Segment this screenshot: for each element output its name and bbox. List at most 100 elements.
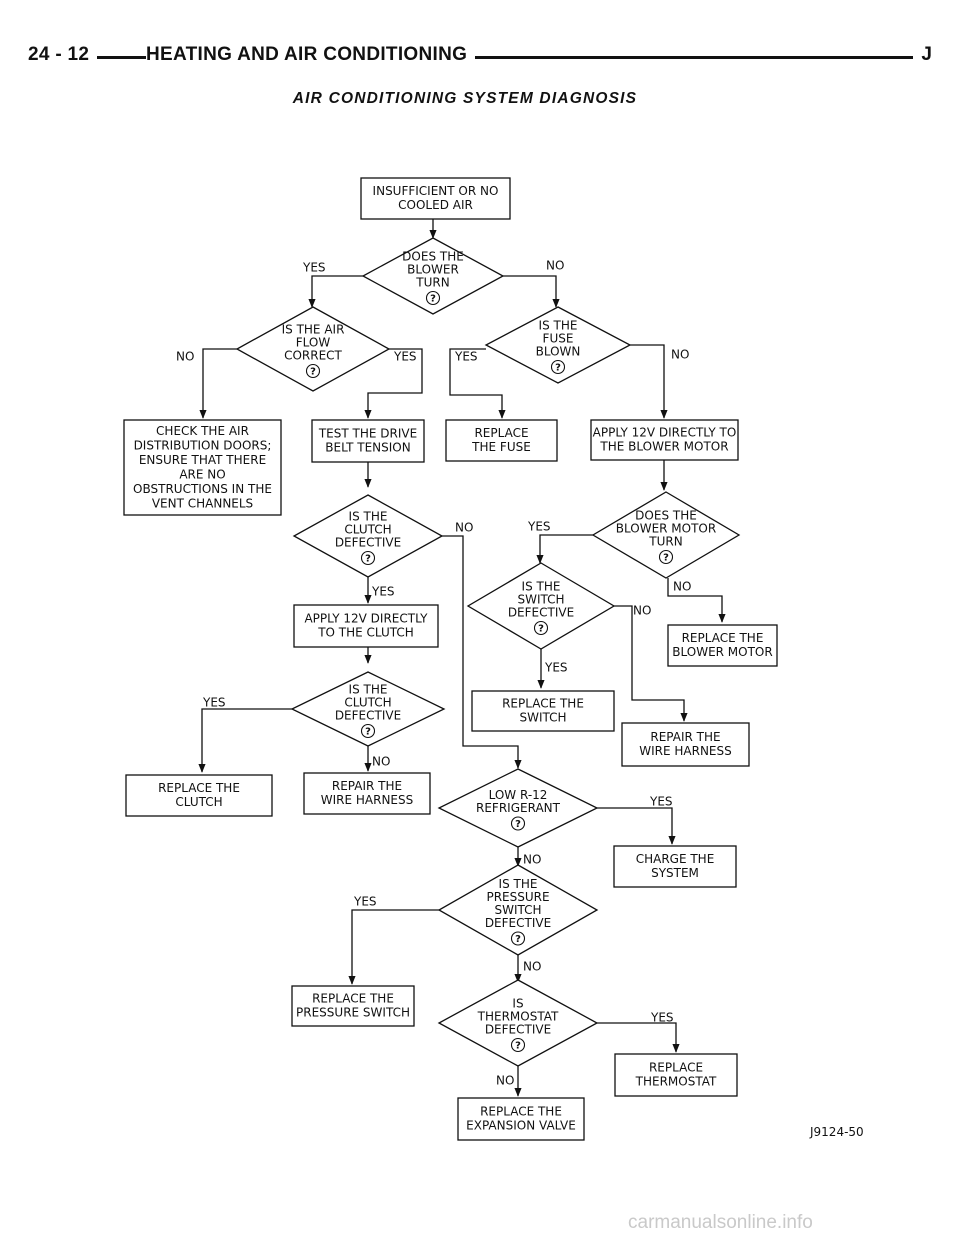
help-circle-icon: ? [360, 550, 376, 566]
decision-diamond-shape [466, 562, 616, 650]
page-title: AIR CONDITIONING SYSTEM DIAGNOSIS [292, 90, 638, 107]
flow-text-line: PRESSURE SWITCH [296, 1006, 410, 1020]
action-box-shape [614, 1053, 738, 1097]
flow-text-line: CHARGE THE [636, 852, 715, 866]
flow-text-line: CLUTCH [344, 696, 391, 710]
help-circle-icon: ? [510, 816, 526, 831]
branch-label-no: NO [176, 350, 194, 364]
help-circle-icon: ? [550, 359, 566, 375]
action-box-shape [293, 604, 439, 648]
flow-text-line: DISTRIBUTION DOORS; [134, 438, 272, 452]
flow-text-line: THERMOSTAT [635, 1075, 717, 1089]
decision-diamond-shape [437, 864, 599, 956]
flow-text-line: TEST THE DRIVE [318, 427, 417, 441]
header-letter: J [913, 44, 932, 66]
flow-text-line: DOES THE [635, 509, 697, 523]
flow-text-line: DEFECTIVE [485, 916, 551, 930]
flow-text-line: REPLACE [474, 426, 528, 440]
flow-text-line: COOLED AIR [398, 198, 473, 212]
flow-text-line: IS THE AIR [282, 323, 345, 337]
branch-label-no: NO [671, 348, 689, 362]
flow-text-line: INSUFFICIENT OR NO [373, 184, 499, 198]
flow-text-line: EXPANSION VALVE [466, 1119, 576, 1133]
action-box-shape [445, 419, 558, 462]
branch-label-no: NO [633, 604, 651, 618]
help-circle-icon: ? [658, 549, 674, 565]
action-box-shape [125, 774, 273, 817]
question-mark-text: ? [663, 553, 669, 564]
flow-text-line: SWITCH [494, 903, 541, 917]
question-mark-text: ? [310, 367, 316, 378]
flow-text-line: REFRIGERANT [476, 801, 561, 815]
flow-text-line: ARE NO [179, 467, 225, 481]
flow-text-line: REPLACE THE [312, 992, 394, 1006]
question-mark-text: ? [538, 624, 544, 635]
flow-text-line: OBSTRUCTIONS IN THE [133, 482, 272, 496]
branch-label-yes: YES [650, 1011, 674, 1025]
flow-text-line: REPAIR THE [332, 779, 402, 793]
flow-text-line: IS THE [522, 580, 561, 594]
flow-text-line: WIRE HARNESS [639, 744, 732, 758]
flow-text-line: IS THE [349, 683, 388, 697]
flow-text-line: THE FUSE [471, 440, 531, 454]
flow-text-line: TURN [415, 276, 449, 290]
action-box-shape [457, 1097, 585, 1141]
watermark-text: carmanualsonline.info [628, 1212, 813, 1233]
help-circle-icon: ? [510, 1037, 526, 1053]
help-circle-icon: ? [510, 931, 526, 946]
flow-text-line: ENSURE THAT THERE [139, 453, 266, 467]
branch-label-no: NO [546, 259, 564, 273]
flow-text-line: TURN [648, 535, 682, 549]
section-title: HEATING AND AIR CONDITIONING [146, 44, 476, 66]
branch-label-no: NO [673, 580, 691, 594]
decision-diamond-shape [484, 306, 632, 384]
flow-text-line: REPAIR THE [650, 730, 720, 744]
flow-text-line: BELT TENSION [325, 441, 410, 455]
branch-label-yes: YES [454, 350, 478, 364]
branch-label-yes: YES [202, 696, 226, 710]
flow-text-line: CORRECT [284, 349, 342, 363]
question-mark-text: ? [515, 934, 521, 945]
flow-text-line: IS THE [349, 510, 388, 524]
decision-diamond-shape [361, 237, 505, 315]
flow-text-line: BLOWER MOTOR [672, 645, 772, 659]
flow-text-line: REPLACE THE [502, 697, 584, 711]
question-mark-text: ? [365, 554, 371, 565]
question-mark-text: ? [515, 819, 521, 830]
decision-diamond-shape [591, 491, 741, 579]
flow-text-line: IS [512, 997, 523, 1011]
branch-label-no: NO [372, 755, 390, 769]
action-box-shape [303, 772, 431, 815]
flow-text-line: CHECK THE AIR [156, 424, 249, 438]
flow-text-line: TO THE CLUTCH [317, 626, 414, 640]
flow-text-line: WIRE HARNESS [321, 793, 414, 807]
flow-text-line: CLUTCH [344, 523, 391, 537]
flow-text-line: PRESSURE [486, 890, 549, 904]
action-box-shape [360, 177, 511, 220]
branch-label-no: NO [523, 960, 541, 974]
flow-text-line: THERMOSTAT [477, 1010, 559, 1024]
action-box-shape [667, 624, 778, 667]
flow-text-line: DEFECTIVE [485, 1023, 551, 1037]
